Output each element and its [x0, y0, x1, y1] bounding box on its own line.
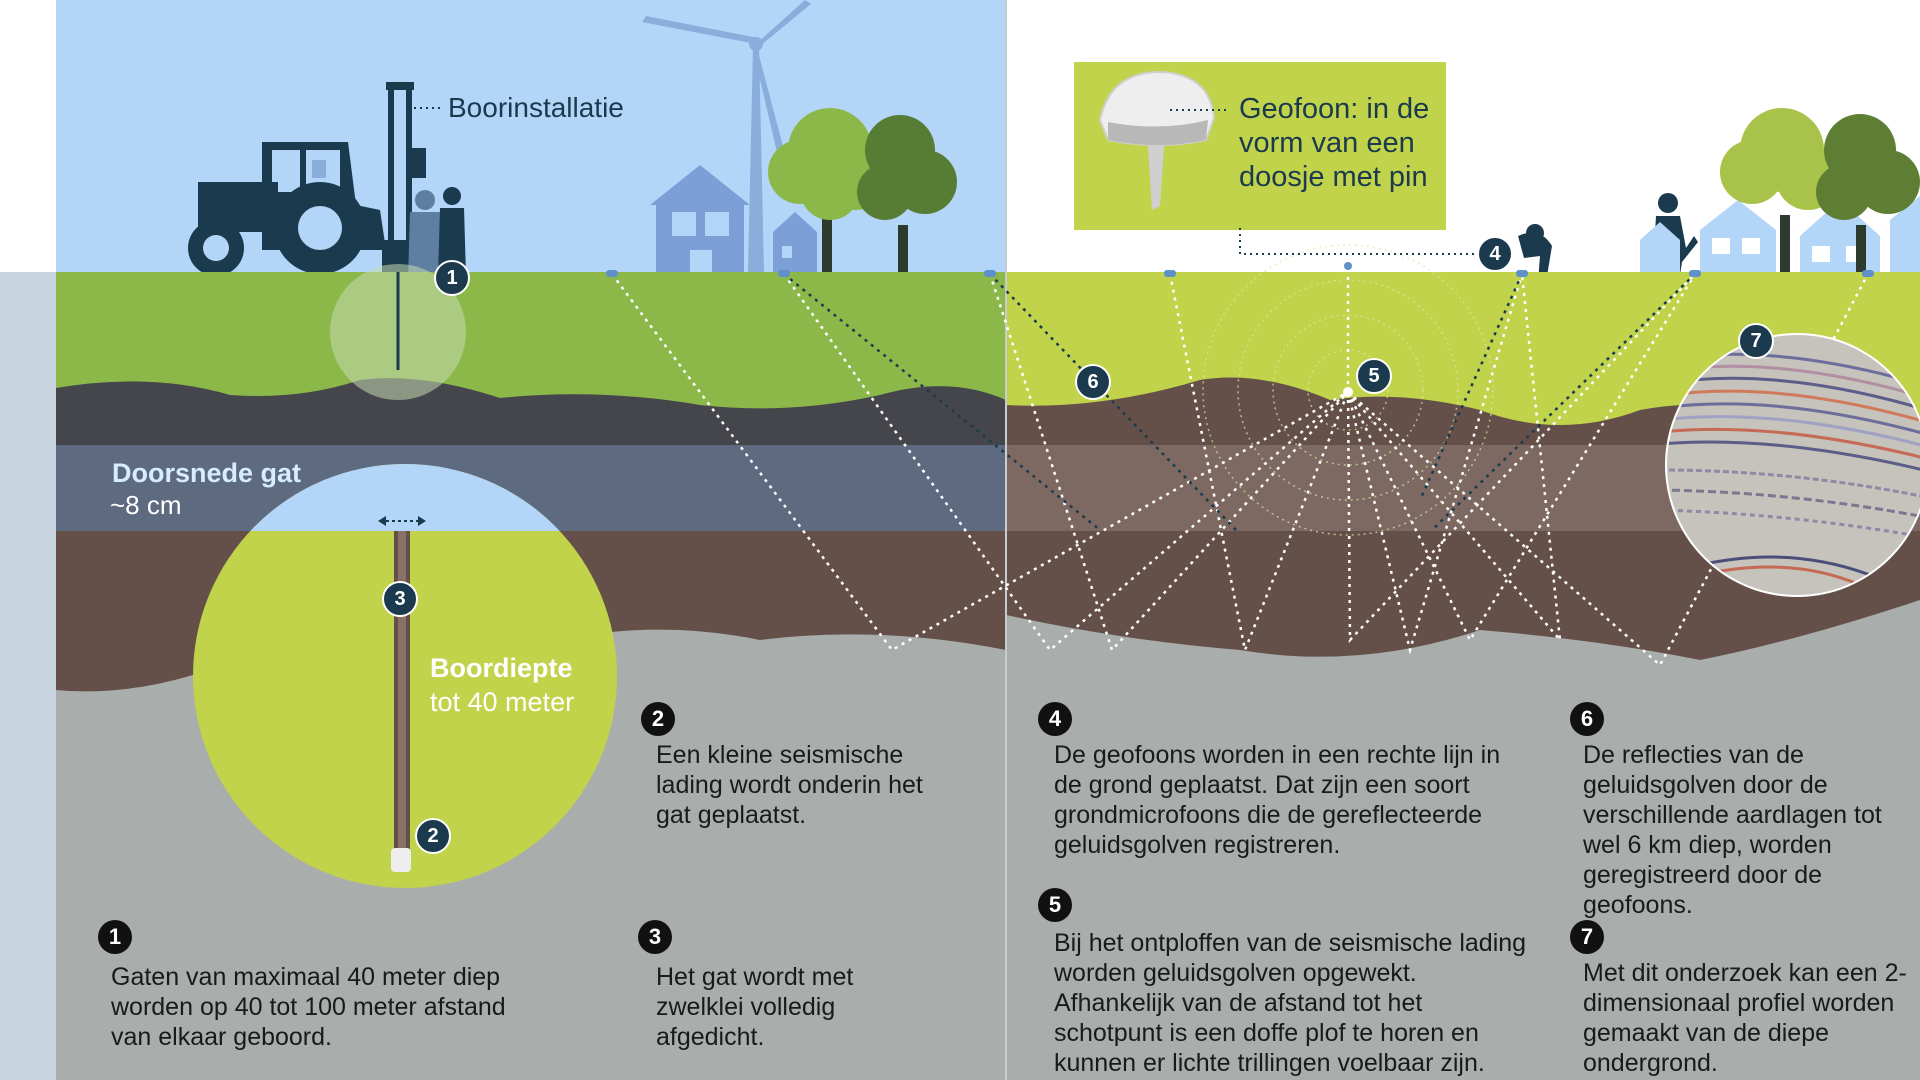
house-icon: [773, 212, 817, 272]
cross-section-value: ~8 cm: [110, 490, 182, 520]
wind-turbine-icon: [642, 0, 811, 272]
step-4-text: De geofoons worden in een rechte lijn in…: [1054, 741, 1501, 859]
house-icon: [650, 165, 750, 272]
geophone-markers: [606, 262, 1874, 277]
marker-4: 4: [1477, 236, 1513, 272]
step-3-number: 3: [638, 920, 672, 954]
step-6-text: De reflecties van de geluidsgolven door …: [1583, 741, 1882, 919]
marker-1: 1: [434, 260, 470, 296]
worker-icon: [408, 190, 442, 280]
tractor-icon: [188, 142, 386, 276]
step-2-text: Een kleine seismische lading wordt onder…: [656, 741, 923, 829]
step-5-number: 5: [1038, 888, 1072, 922]
step-5-text: Bij het ontploffen van de seismische lad…: [1054, 929, 1527, 1077]
marker-2: 2: [415, 818, 451, 854]
tree-icon: [1816, 114, 1920, 275]
tree-icon: [857, 115, 957, 275]
drill-rig-label: Boorinstallatie: [448, 92, 624, 123]
shot-point: [1343, 387, 1353, 397]
step-1-text: Gaten van maximaal 40 meter diep worden …: [111, 963, 506, 1051]
step-3-text: Het gat wordt met zwelklei volledig afge…: [656, 963, 854, 1051]
step-7-text: Met dit onderzoek kan een 2-dimensionaal…: [1583, 959, 1907, 1077]
geophone-icon: [1098, 70, 1216, 210]
drill-depth-title: Boordiepte: [430, 653, 573, 683]
drill-hole-icon: [330, 264, 466, 400]
step-4-number: 4: [1038, 702, 1072, 736]
seismic-ray-paths: [610, 270, 1870, 667]
worker-icon: [438, 187, 466, 276]
tree-icon: [1720, 108, 1840, 275]
seismic-profile-circle: [1665, 333, 1920, 597]
step-2-number: 2: [641, 702, 675, 736]
cross-section-title: Doorsnede gat: [112, 458, 302, 488]
geophone-cables: [783, 273, 1696, 531]
marker-3: 3: [382, 581, 418, 617]
drill-depth-value: tot 40 meter: [430, 687, 575, 717]
worker-bending-icon: [1518, 224, 1552, 282]
left-margin-strip: [0, 272, 56, 1080]
geophone-label: Geofoon: in de vorm van een doosje met p…: [1239, 93, 1430, 193]
marker-7: 7: [1738, 323, 1774, 359]
marker-5: 5: [1356, 358, 1392, 394]
step-6-number: 6: [1570, 702, 1604, 736]
step-1-number: 1: [98, 920, 132, 954]
step-7-number: 7: [1570, 920, 1604, 954]
marker-6: 6: [1075, 364, 1111, 400]
house-icon: [1640, 196, 1920, 275]
